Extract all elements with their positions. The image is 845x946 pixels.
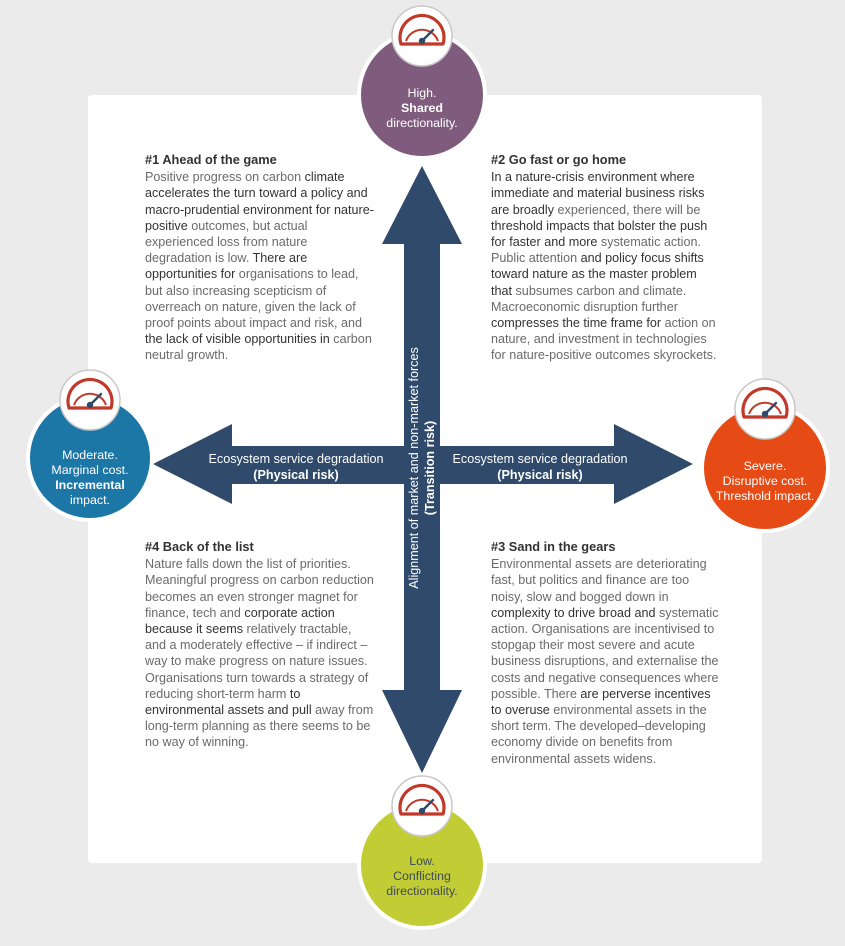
quadrant-title: #2 Go fast or go home [491, 152, 627, 167]
quadrant-text-segment: away from long-term planning as there se… [145, 703, 374, 750]
quadrant-text-segment: environmental assets in the short term. … [491, 703, 707, 766]
quadrant-text-segment: subsumes carbon and climate. Macroeconom… [491, 283, 687, 314]
quadrant-text-segment: In a nature-crisis environment where imm… [491, 170, 705, 217]
arrow-label-left-line2: (Physical risk) [253, 468, 339, 482]
quadrant-text-segment: corporate action because it seems [145, 605, 335, 637]
arrow-label-right-line2: (Physical risk) [497, 468, 583, 482]
quadrant-text-segment: organisations to lead, but also increasi… [145, 267, 363, 331]
vertical-arrow [382, 166, 462, 773]
quadrant-text-segment: action on nature, and investment in tech… [491, 316, 717, 363]
circle-text-line: Shared [400, 101, 443, 115]
quadrant-title: #1 Ahead of the game [145, 152, 277, 167]
quadrant-title: #4 Back of the list [145, 539, 254, 554]
quadrant-text-segment: Environmental assets are deteriorating f… [491, 557, 707, 604]
quadrant-text-segment: outcomes, but actual experienced loss fr… [145, 218, 308, 266]
circle-text-line: impact. [70, 493, 110, 507]
arrow-label-vertical-line1: Alignment of market and non-market force… [407, 347, 421, 589]
quadrant-text-segment: the lack of visible opportunities in [145, 332, 330, 347]
quadrant-back-of-the-list: #4 Back of the list Nature falls down th… [145, 539, 375, 751]
arrow-label-right: Ecosystem service degradation (Physical … [440, 451, 640, 483]
arrow-label-vertical-line2: (Transition risk) [423, 420, 437, 516]
circle-text-line: directionality. [386, 884, 458, 898]
quadrant-text-segment: are perverse incentives to overuse [491, 686, 711, 718]
circle-text-line: directionality. [386, 116, 458, 130]
quadrant-text-segment: systematic action. Organisations are inc… [491, 605, 719, 701]
quadrant-text-segment: complexity to drive broad and [491, 605, 656, 620]
circle-text-line: Low. [409, 854, 435, 868]
arrow-label-left-line1: Ecosystem service degradation [208, 452, 384, 466]
quadrant-body: Nature falls down the list of priorities… [145, 556, 375, 750]
circle-text-line: Conflicting [393, 869, 451, 883]
circle-text-line: High. [407, 86, 437, 100]
quadrant-text-segment: threshold impacts that bolster the push … [491, 218, 708, 250]
quadrant-text-segment: There are opportunities for [145, 251, 308, 282]
circle-text-line: Severe. [743, 459, 787, 473]
circle-text-line: Marginal cost. [51, 463, 129, 477]
circle-severe: Severe.Disruptive cost.Threshold impact. [700, 378, 830, 533]
circle-text-line: Incremental [55, 478, 125, 492]
gauge-icon [390, 4, 454, 68]
quadrant-text-segment: and policy focus shifts toward nature as… [491, 251, 704, 298]
quadrant-sand-in-the-gears: #3 Sand in the gears Environmental asset… [491, 539, 721, 767]
quadrant-text-segment: experienced, there will be [554, 202, 701, 217]
gauge-icon [58, 368, 122, 432]
arrow-label-vertical: Alignment of market and non-market force… [406, 308, 438, 628]
arrow-label-right-line1: Ecosystem service degradation [452, 452, 628, 466]
gauge-icon [733, 377, 797, 441]
circle-text: Severe.Disruptive cost.Threshold impact. [704, 459, 826, 504]
circle-text-line: Threshold impact. [715, 489, 815, 503]
quadrant-text-segment: compresses the time frame for [491, 316, 662, 331]
quadrant-body: In a nature-crisis environment where imm… [491, 169, 721, 363]
circle-text-line: Disruptive cost. [722, 474, 808, 488]
quadrant-go-fast-or-go-home: #2 Go fast or go home In a nature-crisis… [491, 152, 721, 364]
quadrant-text-segment: climate accelerates the turn toward a po… [145, 170, 374, 233]
gauge-icon [390, 774, 454, 838]
quadrant-text-segment: relatively tractable, and a moderately e… [145, 622, 369, 701]
circle-text-line: Moderate. [62, 448, 118, 462]
quadrant-text-segment: Positive progress on carbon [145, 170, 305, 185]
quadrant-body: Environmental assets are deteriorating f… [491, 556, 721, 767]
quadrant-text-segment: systematic action. Public attention [491, 235, 701, 266]
quadrant-text-segment: Nature falls down the list of priorities… [145, 557, 374, 620]
quadrant-title: #3 Sand in the gears [491, 539, 616, 554]
quadrant-ahead-of-the-game: #1 Ahead of the game Positive progress o… [145, 152, 375, 364]
arrow-label-left: Ecosystem service degradation (Physical … [196, 451, 396, 483]
quadrant-text-segment: to environmental assets and pull [145, 686, 312, 718]
quadrant-body: Positive progress on carbon climate acce… [145, 169, 375, 363]
quadrant-text-segment: carbon neutral growth. [145, 332, 372, 363]
